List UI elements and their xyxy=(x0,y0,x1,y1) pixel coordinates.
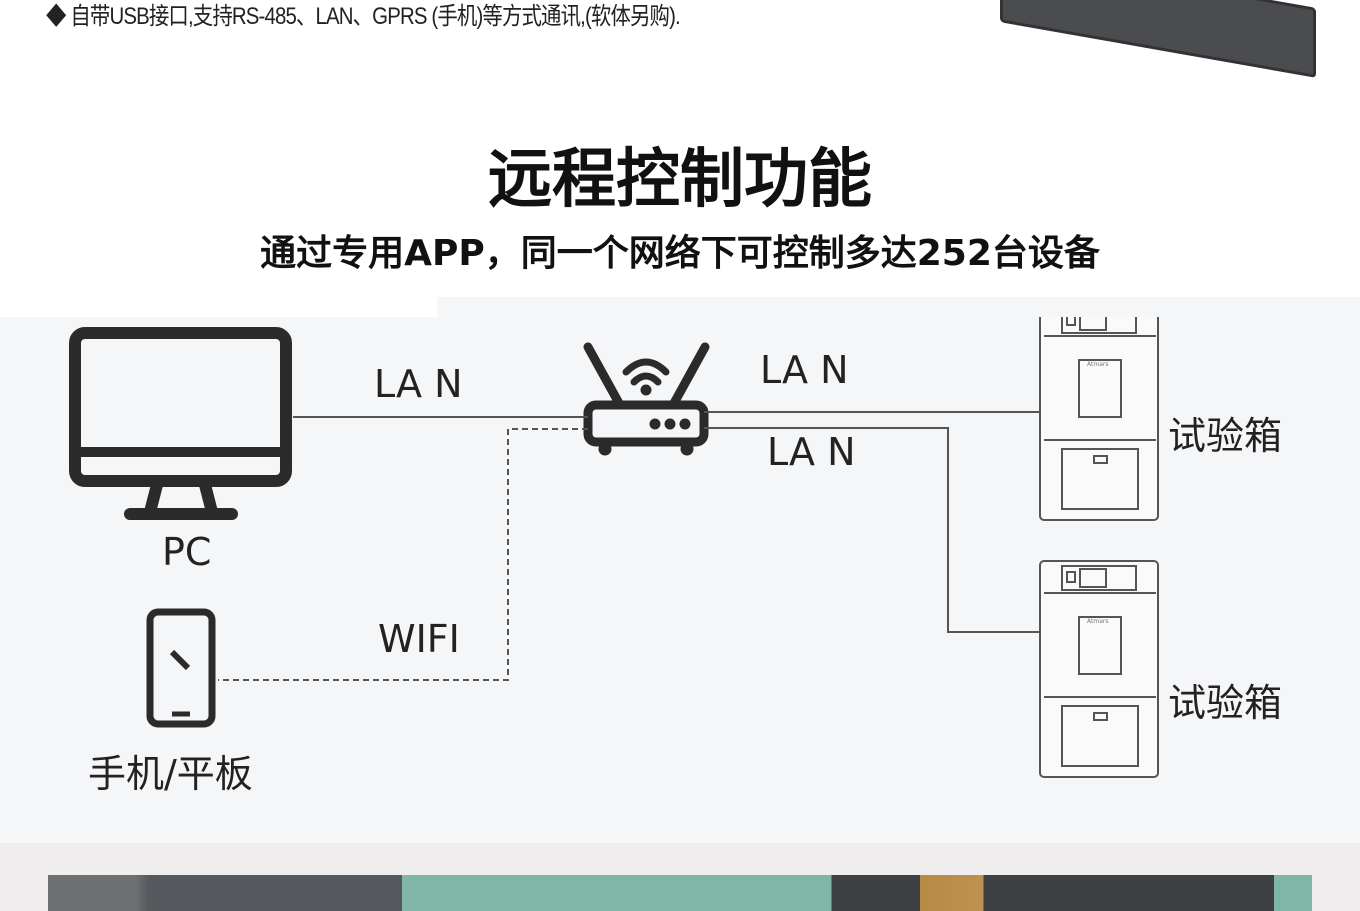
lan-label-chamber1: LA N xyxy=(760,348,849,392)
chamber-brand-2: Atmars xyxy=(1087,618,1109,625)
diagram-lines xyxy=(69,317,1159,778)
section-subtitle: 通过专用APP，同一个网络下可控制多达252台设备 xyxy=(260,233,1100,274)
lan-label-pc: LA N xyxy=(374,362,463,406)
equipment-photo xyxy=(48,875,1312,911)
phone-label: 手机/平板 xyxy=(88,752,253,796)
section-title: 远程控制功能 xyxy=(488,143,872,217)
test-chamber-icon-1 xyxy=(1039,317,1159,521)
chamber2-label: 试验箱 xyxy=(1168,681,1283,725)
pc-monitor-icon xyxy=(69,327,292,520)
feature-bullet: ◆ 自带USB接口,支持RS-485、LAN、GPRS (手机)等方式通讯,(软… xyxy=(46,3,681,30)
test-chamber-icon-2 xyxy=(1039,560,1159,778)
pc-label: PC xyxy=(162,530,212,574)
phone-icon xyxy=(146,608,216,728)
network-diagram xyxy=(0,317,1360,843)
product-panel-image xyxy=(1000,0,1316,78)
chamber1-label: 试验箱 xyxy=(1168,414,1283,458)
chamber-brand-1: Atmars xyxy=(1087,361,1109,368)
router-icon xyxy=(583,342,710,456)
lan-label-chamber2: LA N xyxy=(767,430,856,474)
wifi-label: WIFI xyxy=(378,617,460,661)
